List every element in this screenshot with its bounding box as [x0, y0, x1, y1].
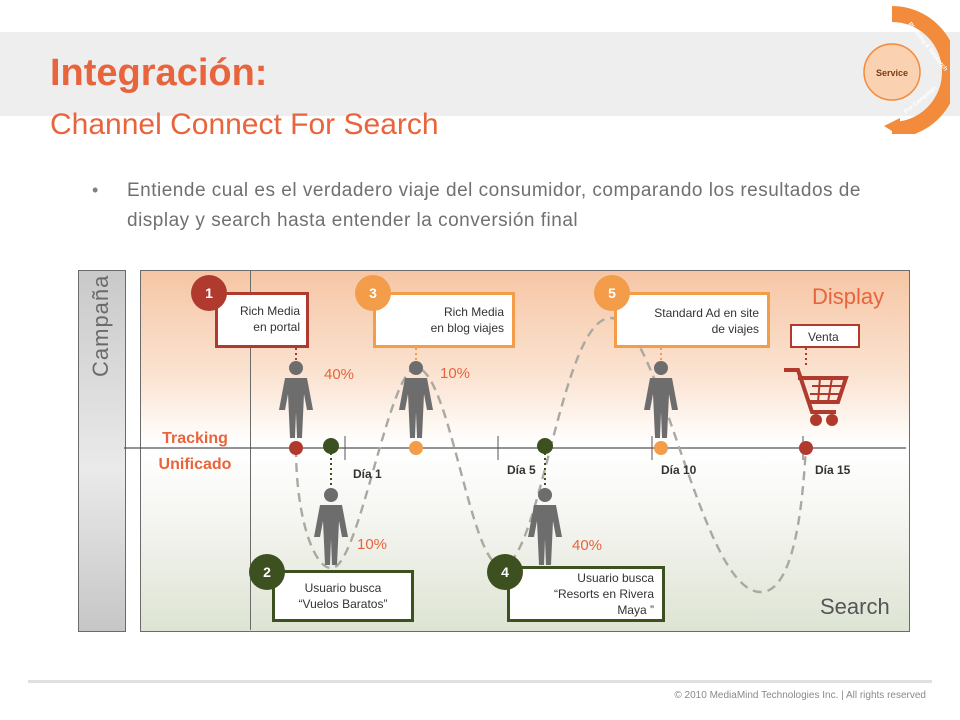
step-box-2: Usuario busca “Vuelos Baratos”: [272, 570, 414, 622]
day-label: Día 10: [661, 463, 697, 477]
person-icon: [314, 488, 348, 565]
step-badge-3: 3: [355, 275, 391, 311]
service-cycle-logo: Service Planning & Research Pre Campaign: [863, 6, 950, 134]
display-label: Display: [812, 284, 885, 309]
person-icon: [399, 361, 433, 438]
step-3-text: Rich Media en blog viajes: [430, 305, 504, 335]
person-icon: [644, 361, 678, 438]
step-badge-4: 4: [487, 554, 523, 590]
panel-divider: [250, 271, 251, 630]
step-box-3: Rich Media en blog viajes: [373, 292, 515, 348]
bullet-marker: •: [92, 180, 99, 200]
campaign-bar: [78, 270, 126, 632]
step-4-number: 4: [501, 564, 509, 580]
step-box-1: Rich Media en portal: [215, 292, 309, 348]
bullet-text: Entiende cual es el verdadero viaje del …: [127, 180, 861, 231]
pct-label: 40%: [572, 537, 603, 554]
pct-label: 40%: [324, 366, 355, 383]
timeline-node: [409, 441, 423, 455]
pct-label: 10%: [357, 536, 388, 553]
person-icon: [279, 361, 313, 438]
person-icon: [528, 488, 562, 565]
step-4-text: Usuario busca “Resorts en Rivera Maya ”: [553, 571, 654, 617]
slide-title: Integración:: [50, 52, 268, 94]
timeline-node: [537, 438, 553, 454]
step-box-4: Usuario busca “Resorts en Rivera Maya ”: [507, 566, 665, 622]
step-2-text: Usuario busca “Vuelos Baratos”: [298, 581, 388, 611]
header-band: [0, 32, 960, 116]
step-2-number: 2: [263, 564, 271, 580]
step-1-text: Rich Media en portal: [239, 304, 300, 334]
slide-subtitle: Channel Connect For Search: [50, 108, 439, 141]
step-box-5: Standard Ad en site de viajes: [614, 292, 770, 348]
step-5-number: 5: [608, 285, 616, 301]
shopping-cart-icon: [784, 368, 849, 426]
footer-copyright: © 2010 MediaMind Technologies Inc. | All…: [674, 690, 926, 701]
timeline-node: [654, 441, 668, 455]
step-badge-1: 1: [191, 275, 227, 311]
logo-center-text: Service: [876, 68, 908, 78]
step-5-text: Standard Ad en site de viajes: [654, 306, 759, 336]
pct-label: 10%: [440, 365, 471, 382]
timeline-node: [323, 438, 339, 454]
step-1-number: 1: [205, 285, 213, 301]
timeline-node: [289, 441, 303, 455]
timeline-node: [799, 441, 813, 455]
step-badge-2: 2: [249, 554, 285, 590]
day-label: Día 1: [353, 467, 382, 481]
sale-text: Venta: [808, 330, 839, 344]
day-label: Día 15: [815, 463, 851, 477]
sale-box: Venta: [790, 324, 860, 348]
day-label: Día 5: [507, 463, 536, 477]
step-badge-5: 5: [594, 275, 630, 311]
tracking-label: Tracking Unificado: [158, 430, 232, 473]
footer-divider: [28, 680, 932, 683]
search-label: Search: [820, 594, 890, 619]
step-3-number: 3: [369, 285, 377, 301]
